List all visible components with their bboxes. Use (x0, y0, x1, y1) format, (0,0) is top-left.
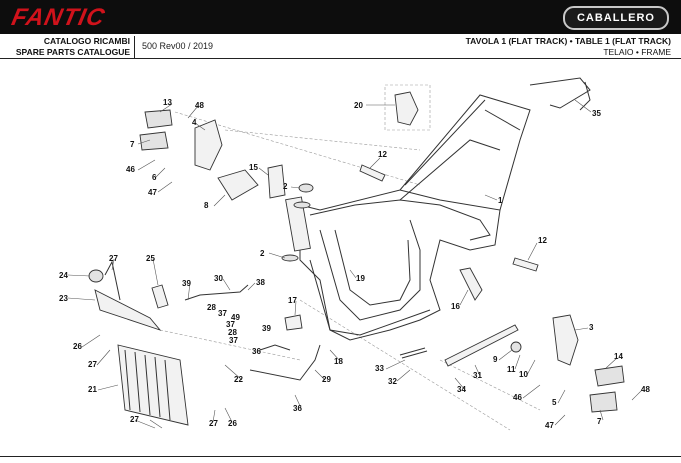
callout: 27 (88, 360, 97, 369)
footer-rule (0, 456, 681, 457)
bracket-15 (267, 164, 286, 199)
callout: 13 (163, 98, 172, 107)
overflow-hose (104, 260, 121, 301)
callout: 12 (378, 150, 387, 159)
footpeg-bracket-left (194, 119, 223, 171)
callout: 37 (218, 309, 227, 318)
callout: 27 (130, 415, 139, 424)
footpeg-left (139, 109, 173, 151)
callout-labels: 13 48 4 7 46 6 47 8 15 2 20 12 35 1 2 12… (59, 98, 650, 430)
callout: 7 (130, 140, 135, 149)
radiator (117, 344, 189, 426)
callout: 22 (234, 375, 243, 384)
heel-guard (217, 169, 259, 201)
callout: 47 (148, 188, 157, 197)
callout: 3 (589, 323, 594, 332)
callout: 10 (519, 370, 528, 379)
callout: 26 (228, 419, 237, 428)
callout: 37 (226, 320, 235, 329)
callout: 49 (231, 313, 240, 322)
callout: 5 (552, 398, 557, 407)
callout: 27 (209, 419, 218, 428)
catalog-title-box: CATALOGO RICAMBI SPARE PARTS CATALOGUE (0, 36, 135, 58)
callout: 8 (204, 201, 209, 210)
header-bar: FANTIC CABALLERO (0, 0, 681, 34)
callout: 23 (59, 294, 68, 303)
radiator-cap (88, 269, 104, 283)
callout: 18 (334, 357, 343, 366)
callout: 25 (146, 254, 155, 263)
bracket-17 (284, 314, 303, 331)
callout: 36 (293, 404, 302, 413)
callout: 33 (375, 364, 384, 373)
callout: 4 (192, 118, 197, 127)
subframe (529, 77, 591, 111)
callout: 7 (597, 417, 602, 426)
bush-9 (510, 341, 522, 353)
hose-29 (249, 344, 321, 381)
callout: 21 (88, 385, 97, 394)
catalog-header: CATALOGO RICAMBI SPARE PARTS CATALOGUE 5… (0, 36, 681, 59)
callout: 2 (260, 249, 265, 258)
peg-upper (359, 164, 386, 182)
frame (281, 94, 531, 341)
callout: 46 (513, 393, 522, 402)
table-subtitle: TELAIO • FRAME (603, 47, 671, 57)
callout: 30 (214, 274, 223, 283)
callout: 12 (538, 236, 547, 245)
table-title: TAVOLA 1 (FLAT TRACK) • TABLE 1 (FLAT TR… (465, 36, 671, 46)
bracket-25 (151, 284, 169, 309)
hose-36 (259, 344, 291, 351)
revision-label: 500 Rev00 / 2019 (142, 41, 214, 51)
callout: 48 (195, 101, 204, 110)
catalog-title-it: CATALOGO RICAMBI (43, 36, 130, 46)
callout: 11 (507, 365, 516, 374)
footpeg-bracket-right (552, 314, 579, 366)
callout: 17 (288, 296, 297, 305)
callout: 14 (614, 352, 623, 361)
callout: 31 (473, 371, 482, 380)
callout: 2 (283, 182, 288, 191)
hose-30 (184, 284, 249, 301)
callout: 34 (457, 385, 466, 394)
bracket-16 (459, 267, 483, 301)
callout: 39 (262, 324, 271, 333)
callout: 9 (493, 355, 498, 364)
callout: 6 (152, 173, 157, 182)
callout: 36 (252, 347, 261, 356)
spring-33 (399, 347, 428, 359)
callout: 29 (322, 375, 331, 384)
pivot-shaft (444, 324, 519, 367)
callout: 26 (73, 342, 82, 351)
radiator-guard (94, 289, 162, 331)
bush-2 (298, 183, 314, 193)
callout: 32 (388, 377, 397, 386)
table-title-box: TAVOLA 1 (FLAT TRACK) • TABLE 1 (FLAT TR… (466, 36, 671, 58)
callout: 1 (498, 196, 503, 205)
callout: 27 (109, 254, 118, 263)
callout: 48 (641, 385, 650, 394)
callout: 35 (592, 109, 601, 118)
callout: 38 (256, 278, 265, 287)
callout: 46 (126, 165, 135, 174)
callout: 24 (59, 271, 68, 280)
callout: 16 (451, 302, 460, 311)
callout: 28 (228, 328, 237, 337)
peg-lower (512, 257, 539, 272)
callout: 20 (354, 101, 363, 110)
callout: 28 (207, 303, 216, 312)
callout: 15 (249, 163, 258, 172)
bracket-20 (394, 91, 419, 126)
callout: 37 (229, 336, 238, 345)
callout: 19 (356, 274, 365, 283)
catalog-title-en: SPARE PARTS CATALOGUE (15, 47, 130, 57)
callout: 39 (182, 279, 191, 288)
model-badge: CABALLERO (562, 6, 669, 30)
footpeg-right (589, 365, 625, 413)
callout: 47 (545, 421, 554, 430)
